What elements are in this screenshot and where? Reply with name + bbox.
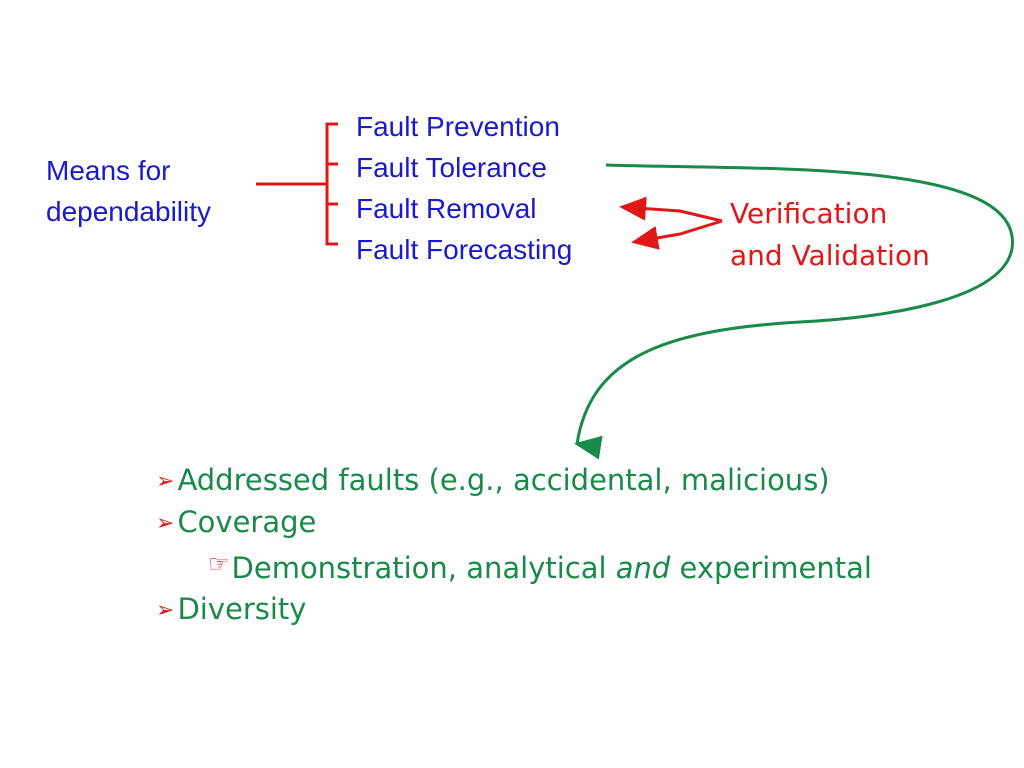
arrowhead-bullet-icon: ➢ bbox=[156, 469, 175, 494]
sub-bullet-demonstration: ☞Demonstration, analytical and experimen… bbox=[156, 544, 872, 589]
fault-bracket bbox=[325, 122, 338, 246]
arrow-to-fault-removal bbox=[619, 196, 723, 223]
means-line-2: dependability bbox=[46, 196, 212, 227]
pointing-hand-icon: ☞ bbox=[208, 550, 230, 578]
verification-validation-label: Verification and Validation bbox=[730, 193, 930, 277]
bullet-text: Addressed faults (e.g., accidental, mali… bbox=[177, 463, 830, 497]
arrowhead-bullet-icon: ➢ bbox=[156, 598, 175, 623]
sub-bullet-text-pre: Demonstration, analytical bbox=[231, 551, 616, 585]
fault-tolerance-item: Fault Tolerance bbox=[356, 152, 547, 183]
bullet-coverage: ➢Coverage bbox=[156, 502, 872, 544]
fault-tolerance-bullet-list: ➢Addressed faults (e.g., accidental, mal… bbox=[156, 460, 872, 631]
vv-line-2: and Validation bbox=[730, 239, 930, 272]
bullet-diversity: ➢Diversity bbox=[156, 589, 872, 631]
bullet-addressed-faults: ➢Addressed faults (e.g., accidental, mal… bbox=[156, 460, 872, 502]
sub-bullet-text-em: and bbox=[615, 551, 671, 585]
bullet-text: Coverage bbox=[177, 505, 317, 539]
fault-means-list: Fault Prevention Fault Tolerance Fault R… bbox=[356, 106, 572, 270]
means-line-1: Means for bbox=[46, 155, 171, 186]
means-for-dependability-label: Means for dependability bbox=[46, 150, 211, 232]
fault-forecasting-item: Fault Forecasting bbox=[356, 234, 573, 265]
arrowhead-bullet-icon: ➢ bbox=[156, 511, 175, 536]
vv-arrows bbox=[619, 196, 723, 250]
bullet-text: Diversity bbox=[177, 592, 307, 626]
fault-prevention-item: Fault Prevention bbox=[356, 111, 560, 142]
vv-line-1: Verification bbox=[730, 197, 888, 230]
sub-bullet-text-post: experimental bbox=[670, 551, 872, 585]
fault-removal-item: Fault Removal bbox=[356, 193, 537, 224]
arrow-to-fault-forecasting bbox=[631, 219, 723, 250]
fault-tolerance-curve-arrow bbox=[574, 163, 1014, 460]
